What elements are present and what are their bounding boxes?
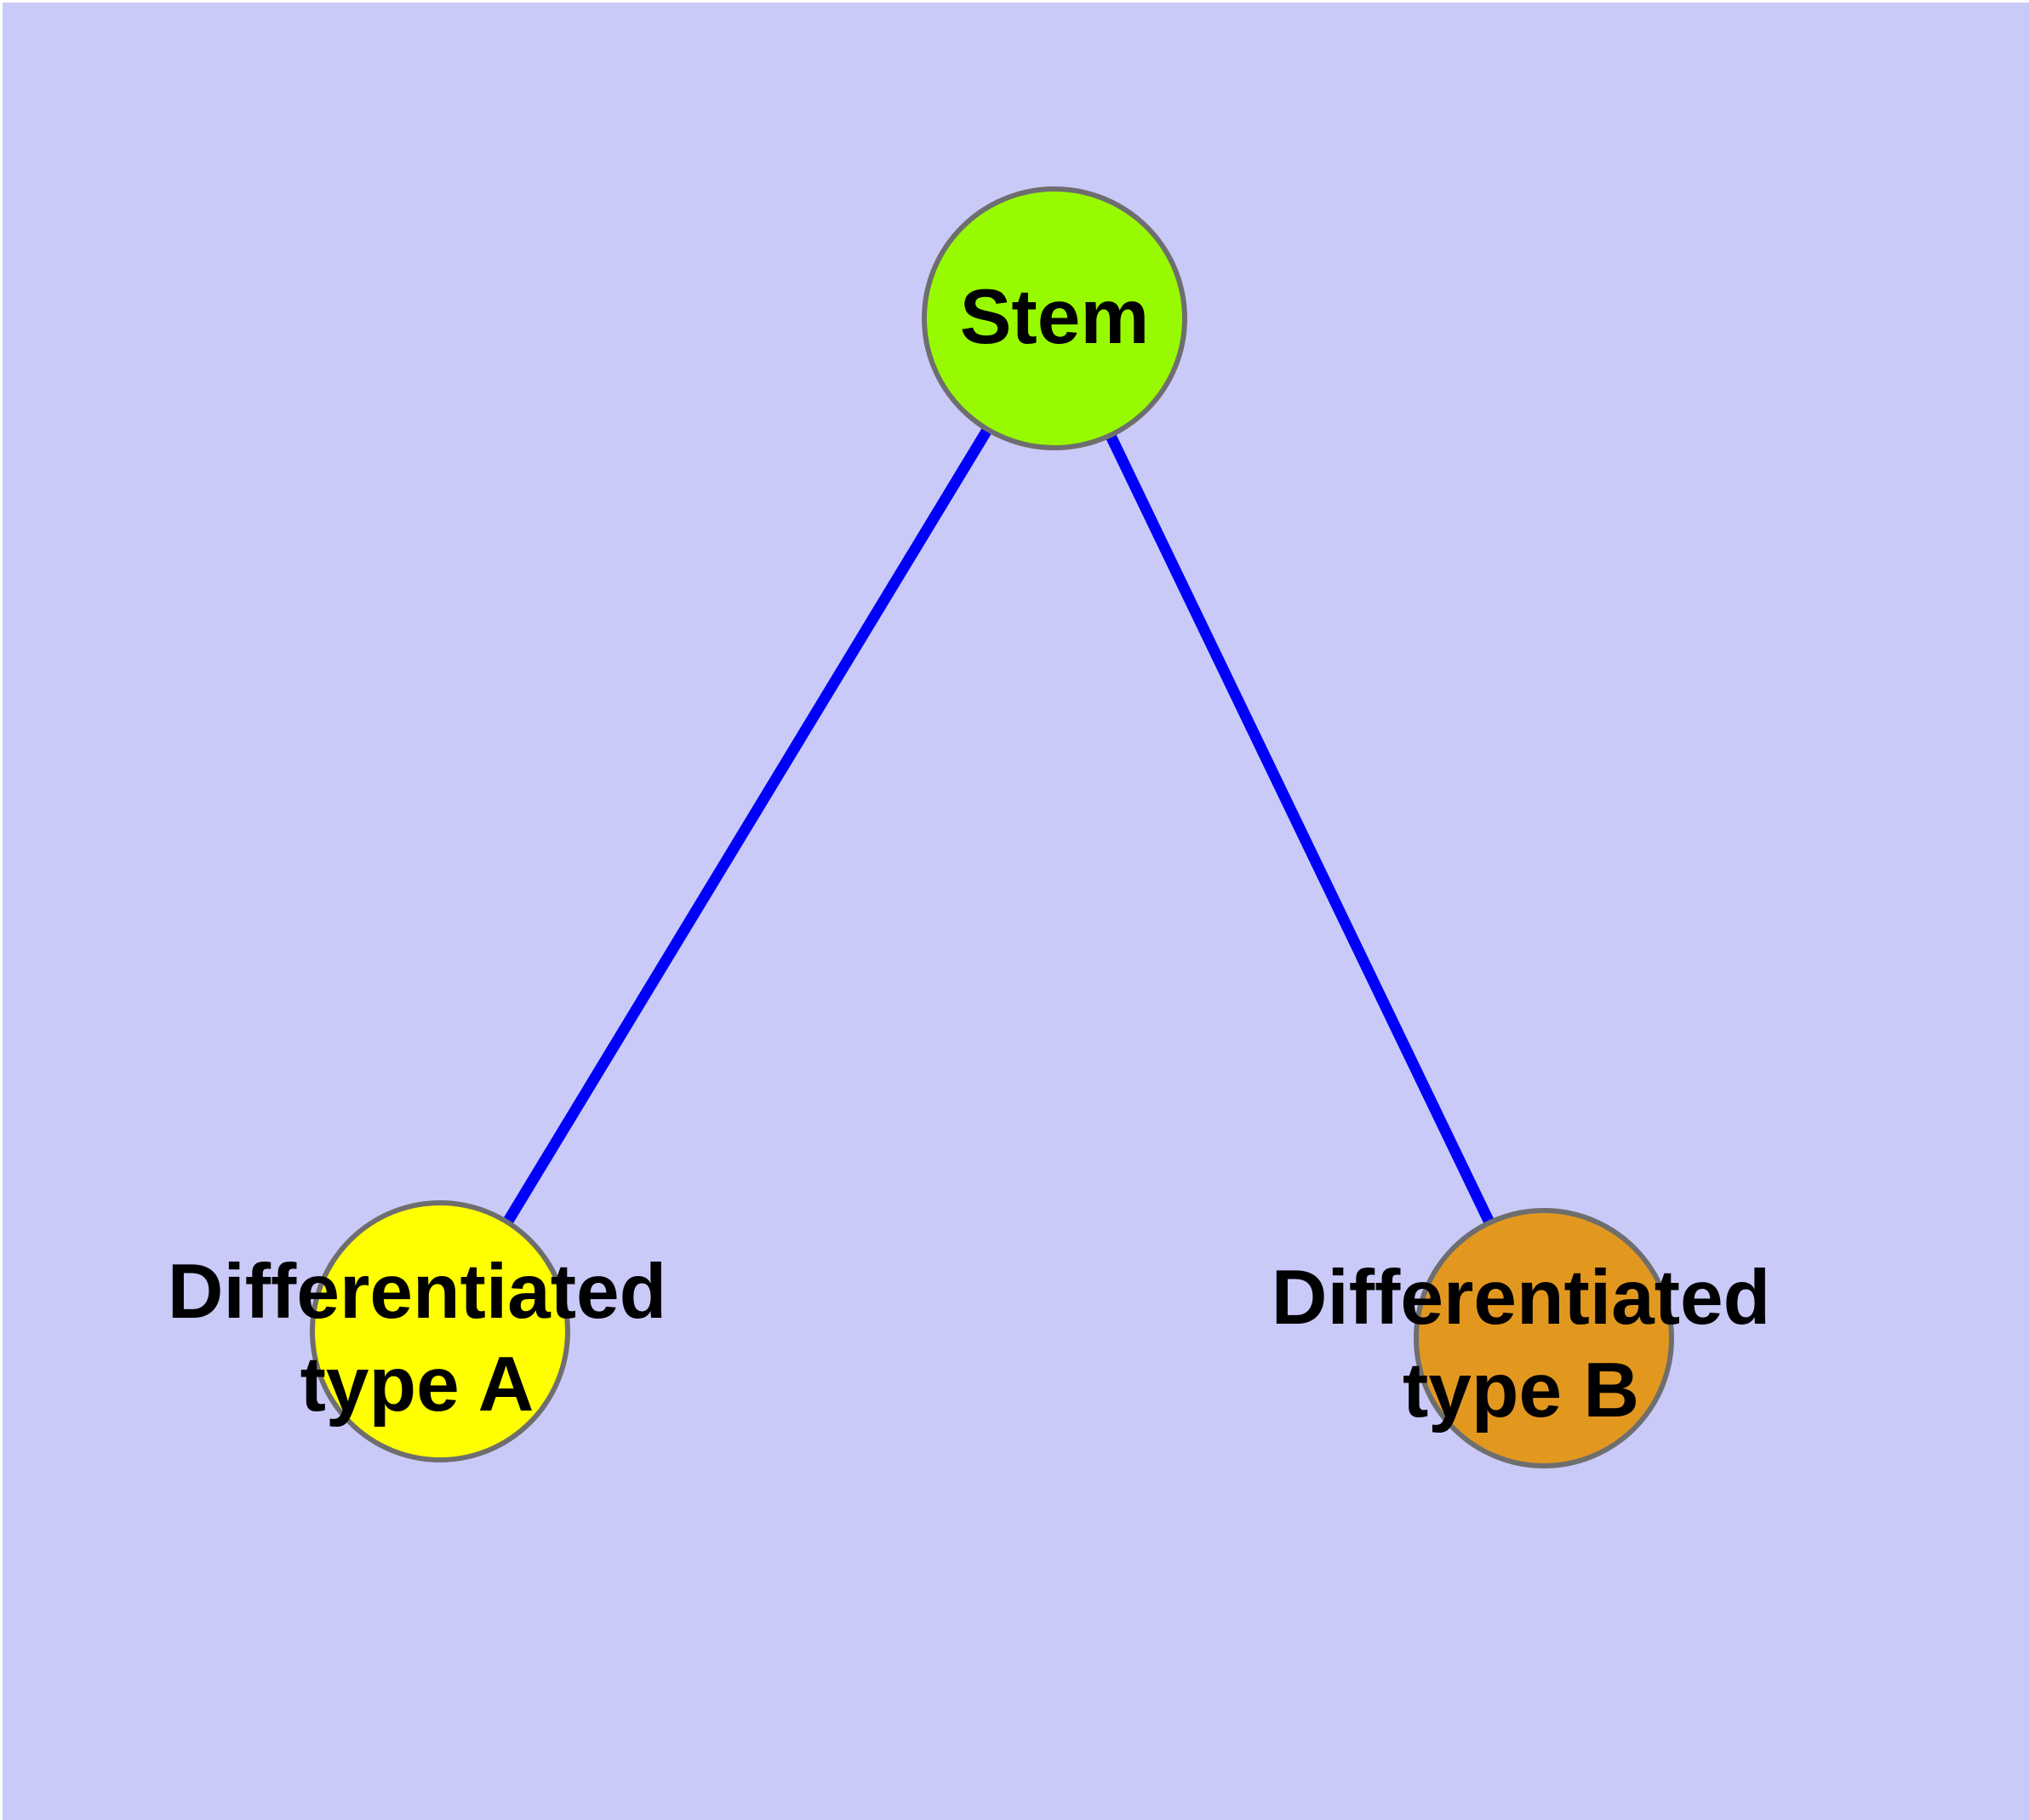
node-differentiated-type-a-shape	[310, 1200, 570, 1462]
edge-stem-to-type-a	[502, 426, 992, 1226]
node-stem: Stem	[922, 186, 1187, 450]
node-differentiated-type-b-label-line2: type B	[1403, 1348, 1639, 1434]
node-stem-shape	[922, 186, 1187, 450]
node-differentiated-type-b: Differentiated type B	[1272, 1208, 1771, 1468]
node-differentiated-type-b-label-line1: Differentiated	[1272, 1255, 1771, 1341]
edge-stem-to-type-b	[1106, 433, 1495, 1225]
node-differentiated-type-a: Differentiated type A	[168, 1200, 667, 1462]
node-differentiated-type-a-label-line1: Differentiated	[168, 1249, 667, 1335]
node-differentiated-type-a-label-line2: type A	[300, 1342, 534, 1428]
node-differentiated-type-b-shape	[1414, 1208, 1674, 1468]
node-stem-label: Stem	[960, 274, 1150, 360]
